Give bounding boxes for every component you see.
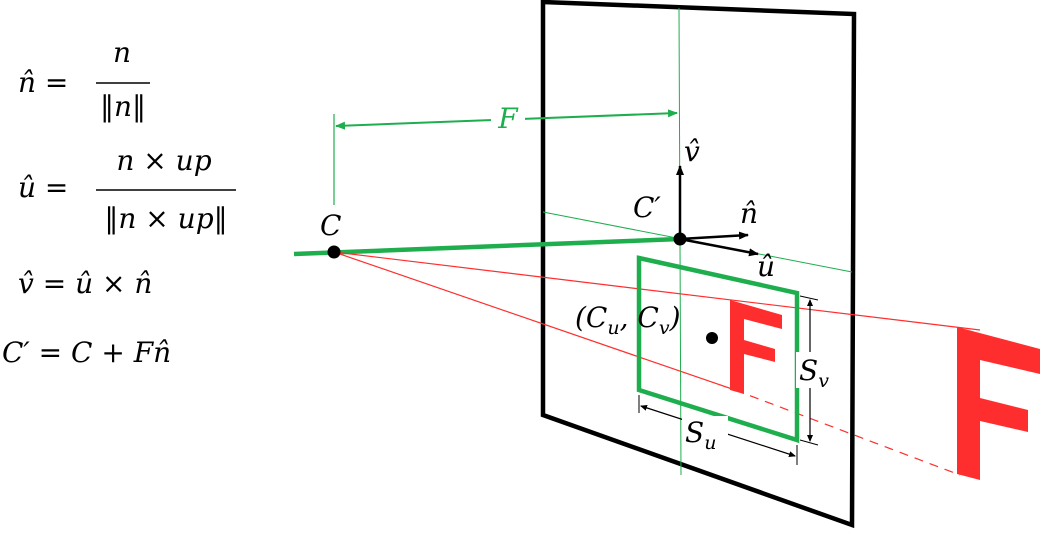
equations-block: n̂ = n ‖n‖ û = n × up ‖n × up‖ v̂ = û × … xyxy=(2,36,236,369)
focal-length-label: F xyxy=(497,102,519,135)
eq-c-prime: C′ = C + Fn̂ xyxy=(2,336,171,369)
sv-label: Sv xyxy=(796,352,838,392)
sv-tick-top xyxy=(799,295,819,301)
camera-center-label: C xyxy=(320,209,341,242)
v-hat-label: v̂ xyxy=(684,135,700,168)
offset-label-open: (C xyxy=(575,301,607,334)
projection-ray-top xyxy=(333,251,981,331)
sv-label-sub: v xyxy=(818,370,829,392)
sv-tick-bottom xyxy=(799,439,819,446)
image-letter-f xyxy=(730,300,782,394)
image-center-label: C′ xyxy=(633,191,661,224)
su-label-sub: u xyxy=(704,432,716,454)
n-hat-label: n̂ xyxy=(740,197,758,230)
projection-ray-bottom xyxy=(333,251,736,391)
n-hat-vector xyxy=(679,231,749,241)
image-center-point xyxy=(673,232,687,246)
u-hat-label: û xyxy=(757,250,775,283)
svg-text:(Cu, Cv): (Cu, Cv) xyxy=(575,301,681,339)
eq-u-hat-lhs: û = xyxy=(18,171,68,204)
eq-u-hat-numerator: n × up xyxy=(116,144,211,177)
principal-offset-point xyxy=(706,332,718,344)
eq-n-hat-denominator: ‖n‖ xyxy=(100,90,146,123)
su-label-main: S xyxy=(685,416,704,449)
svg-text:Sv: Sv xyxy=(799,354,829,392)
projection-ray-bottom-extension xyxy=(734,389,961,476)
principal-offset-label: (Cu, Cv) xyxy=(575,301,681,339)
offset-label-u-sub: u xyxy=(607,317,619,339)
optical-axis xyxy=(293,236,681,257)
svg-text:Su: Su xyxy=(685,416,716,454)
sv-label-main: S xyxy=(799,354,818,387)
offset-label-mid: , C xyxy=(620,301,659,334)
focal-label-bg xyxy=(491,105,525,133)
projected-letter-f xyxy=(957,327,1040,480)
eq-n-hat-numerator: n xyxy=(113,36,131,69)
camera-center-point xyxy=(327,245,341,259)
u-hat-vector xyxy=(679,237,759,257)
offset-label-close: ) xyxy=(669,301,681,334)
eq-u-hat-denominator: ‖n × up‖ xyxy=(104,202,227,235)
su-label: Su xyxy=(682,416,728,454)
eq-v-hat: v̂ = û × n̂ xyxy=(18,267,152,300)
image-rectangle xyxy=(636,255,800,444)
eq-n-hat-lhs: n̂ = xyxy=(18,66,68,99)
offset-label-v-sub: v xyxy=(659,317,670,339)
